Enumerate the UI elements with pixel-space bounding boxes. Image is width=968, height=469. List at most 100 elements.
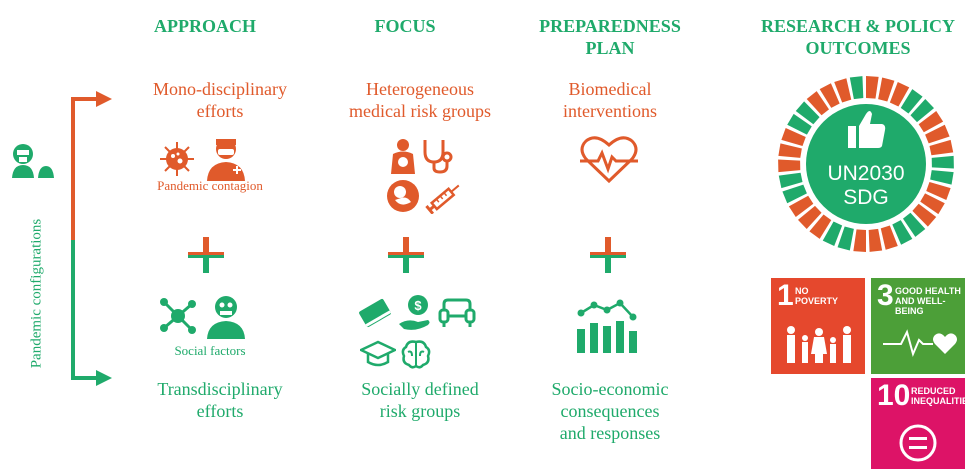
ring-segment — [920, 193, 945, 215]
focus-bottom-text: Socially defined risk groups — [330, 378, 510, 422]
plus-focus — [388, 237, 424, 273]
person-mask-icon — [12, 144, 54, 178]
ring-segment — [837, 226, 854, 251]
sdg-tile-1-label-line2: POVERTY — [795, 296, 839, 306]
approach-top-caption: Pandemic contagion — [157, 178, 263, 193]
ring-segment — [797, 205, 822, 230]
focus-top-text: Heterogeneous medical risk groups — [330, 78, 510, 122]
header-preparedness: PREPAREDNESS PLAN — [520, 15, 700, 59]
svg-text:$: $ — [414, 298, 422, 313]
graduation-cap-icon — [360, 340, 396, 367]
ring-segment — [787, 113, 812, 135]
sdg-tile-3-label-line2: AND WELL-BEING — [895, 296, 946, 316]
sdg-tile-1-label-line1: NO — [795, 286, 809, 296]
ring-segment — [926, 182, 951, 200]
doctor-icon — [207, 139, 245, 181]
sdg-ring — [778, 76, 954, 252]
ring-segment — [930, 170, 954, 185]
plus-approach — [188, 237, 224, 273]
ring-segment — [795, 101, 820, 125]
focus-bottom-line1: Socially defined — [361, 379, 479, 399]
focus-top-line1: Heterogeneous — [366, 79, 474, 99]
ring-segment — [778, 143, 802, 158]
family-icon — [787, 326, 851, 363]
plan-top-text: Biomedical interventions — [520, 78, 700, 122]
ring-segment — [878, 77, 895, 102]
thumbs-up-icon — [848, 111, 886, 148]
sdg-tile-3: 3 GOOD HEALTH AND WELL-BEING — [871, 278, 965, 374]
ring-segment — [822, 221, 843, 247]
approach-top-text: Mono-disciplinary efforts — [130, 78, 310, 122]
ring-segment — [929, 139, 954, 156]
money-hand-icon: $ — [399, 295, 430, 330]
pulse-heart-icon — [883, 329, 957, 358]
header-focus: FOCUS — [374, 16, 436, 36]
header-outcomes: RESEARCH & POLICY OUTCOMES — [748, 15, 968, 59]
ring-segment — [778, 172, 803, 189]
header-preparedness-line1: PREPAREDNESS — [539, 16, 681, 36]
ring-label: UN2030 SDG — [806, 162, 926, 210]
syringe-icon — [425, 184, 460, 214]
network-icon — [160, 298, 196, 334]
approach-top-line1: Mono-disciplinary — [153, 79, 287, 99]
approach-bottom-line1: Transdisciplinary — [157, 379, 283, 399]
ring-segment — [902, 212, 926, 237]
ring-segment — [931, 155, 954, 169]
ring-segment — [910, 98, 935, 123]
plan-bottom-line1: Socio-economic — [551, 379, 669, 399]
ring-segment — [788, 195, 814, 218]
focus-bottom-line2: risk groups — [379, 401, 461, 421]
ring-segment — [834, 78, 852, 103]
ring-segment — [782, 184, 807, 204]
approach-bottom-text: Transdisciplinary efforts — [130, 378, 310, 422]
sdg-tile-10-number: 10 — [877, 379, 911, 412]
plan-bottom-line3: and responses — [559, 423, 661, 443]
ring-segment — [912, 203, 937, 227]
ring-segment — [868, 228, 883, 252]
ring-segment — [781, 128, 806, 146]
plan-bottom-text: Socio-economic consequences and response… — [520, 378, 700, 444]
person-icon — [207, 296, 245, 339]
ring-line1: UN2030 — [827, 162, 905, 185]
ring-segment — [900, 89, 923, 114]
sdg-tile-3-label-line1: GOOD HEALTH — [895, 286, 961, 296]
sdg-tile-10: 10 REDUCED INEQUALITIES — [871, 378, 968, 469]
ring-segment — [809, 214, 832, 239]
sdg-tile-1-number: 1 — [777, 279, 794, 312]
ring-segment — [918, 110, 944, 133]
ring-segment — [853, 229, 866, 252]
sdg-tile-3-label: GOOD HEALTH AND WELL-BEING — [895, 286, 965, 316]
ring-segment — [849, 76, 864, 100]
ring-segment — [889, 81, 910, 107]
virus-icon — [160, 142, 194, 176]
mother-child-icon — [391, 139, 415, 174]
fetus-icon — [387, 180, 419, 212]
header-approach: APPROACH — [154, 16, 256, 36]
bar-line-chart-icon — [577, 299, 637, 353]
sofa-icon — [438, 298, 476, 327]
ring-segment — [866, 76, 879, 99]
book-icon — [359, 298, 392, 328]
sdg-tile-10-label-line1: REDUCED — [911, 386, 956, 396]
ring-segment — [925, 124, 950, 144]
header-outcomes-line2: OUTCOMES — [805, 38, 911, 58]
sdg-tile-1: 1 NO POVERTY — [771, 278, 865, 374]
stethoscope-icon — [423, 140, 453, 174]
sdg-tile-10-label: REDUCED INEQUALITIES — [911, 386, 968, 406]
equality-icon — [899, 424, 937, 462]
plan-bottom-line2: consequences — [560, 401, 660, 421]
ring-segment — [880, 225, 898, 250]
approach-bottom-caption: Social factors — [174, 343, 246, 358]
ring-segment — [806, 91, 830, 116]
header-outcomes-line1: RESEARCH & POLICY — [760, 16, 956, 36]
approach-bottom-line2: efforts — [196, 401, 244, 421]
sdg-tile-1-label: NO POVERTY — [795, 286, 838, 306]
plus-plan — [590, 237, 626, 273]
sdg-tile-10-label-line2: INEQUALITIES — [911, 396, 968, 406]
focus-top-line2: medical risk groups — [349, 101, 491, 121]
ring-segment — [892, 220, 913, 245]
ring-segment — [778, 159, 801, 173]
vertical-label: Pandemic configurations — [28, 218, 45, 369]
ring-line2: SDG — [843, 186, 889, 209]
header-preparedness-line2: PLAN — [585, 38, 635, 58]
